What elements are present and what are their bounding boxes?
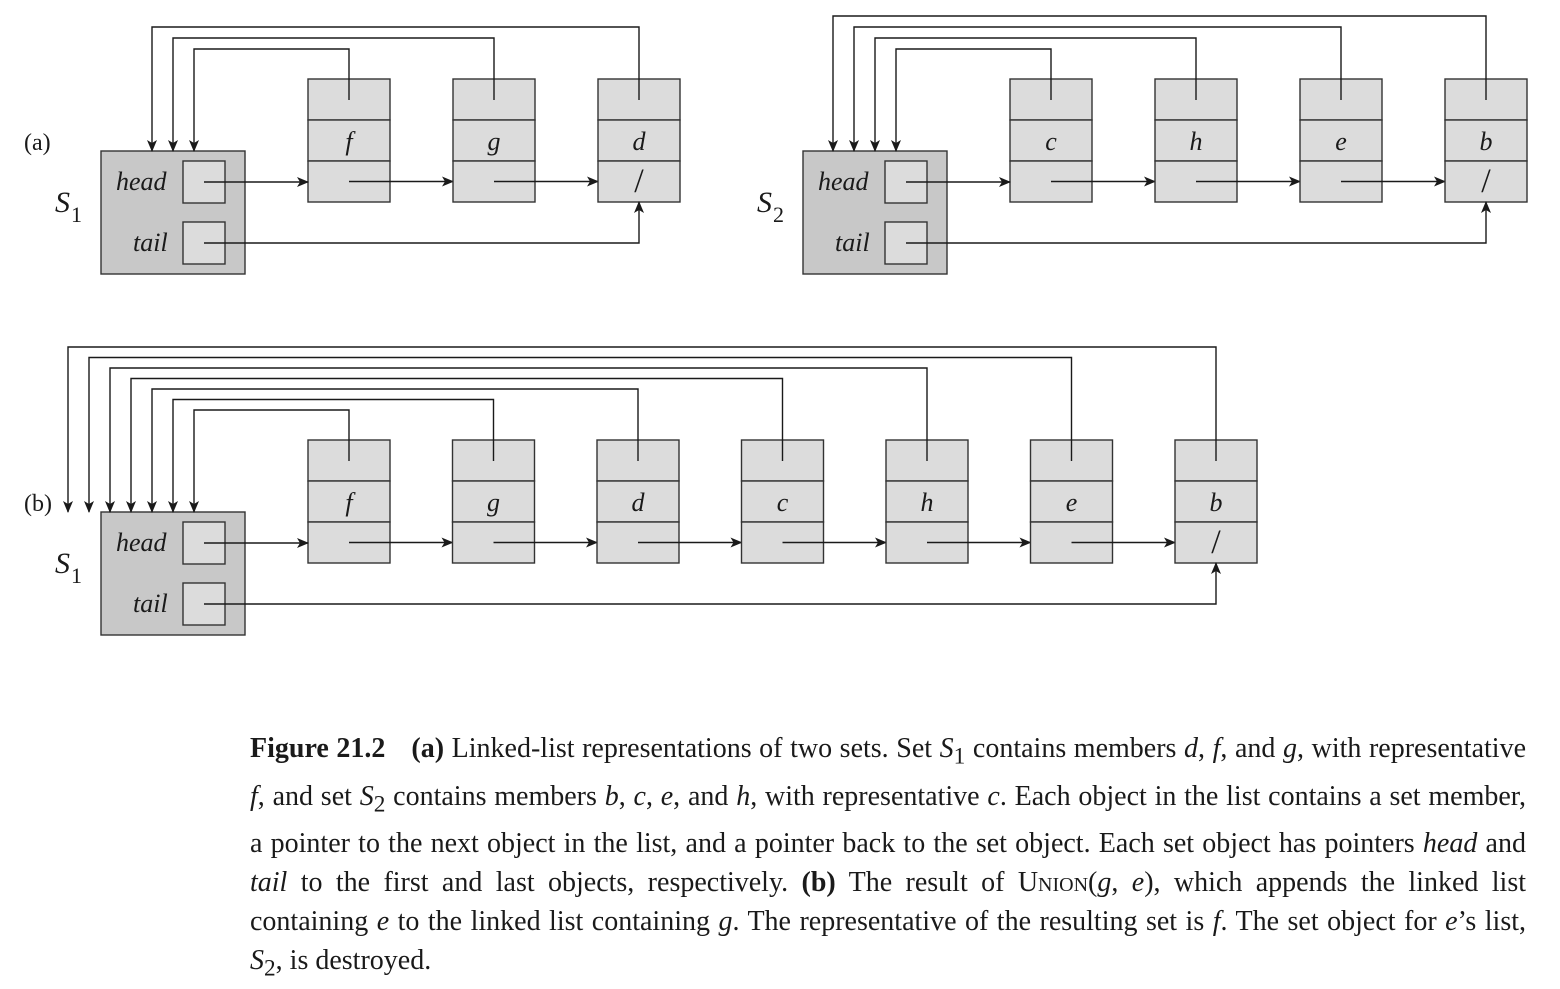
- tail-label: tail: [133, 589, 168, 618]
- back-pointer-arrow: [168, 37, 495, 152]
- panel-a-label: (a): [24, 130, 51, 156]
- node-member-label: e: [1066, 488, 1078, 517]
- figure-label: Figure 21.2: [250, 733, 386, 764]
- node-member-field: [1444, 119, 1528, 162]
- set-name-subscript: 1: [71, 563, 82, 588]
- set-name: S: [757, 186, 772, 219]
- back-pointer-arrow: [84, 356, 1073, 513]
- tail-pointer-arrow: [906, 201, 1491, 244]
- tail-pointer-arrow: [204, 201, 644, 244]
- node-member-label: f: [345, 488, 356, 517]
- back-pointer-arrow: [168, 398, 495, 513]
- node-member-field: [307, 480, 391, 523]
- node-member-field: [597, 119, 681, 162]
- node-next-field: [1444, 160, 1528, 203]
- node-member-label: c: [777, 488, 789, 517]
- node-next-field: [597, 160, 681, 203]
- panel-b-label: (b): [24, 491, 52, 517]
- caption-marker-a: (a): [411, 733, 445, 764]
- nil-symbol: /: [634, 163, 644, 200]
- back-pointer-arrow: [828, 15, 1487, 152]
- node-member-label: b: [1210, 488, 1223, 517]
- node-member-label: b: [1480, 127, 1493, 156]
- union-operation: Union: [1017, 867, 1089, 899]
- node-member-field: [1009, 119, 1093, 162]
- back-pointer-arrow: [147, 26, 640, 152]
- node-member-field: [1299, 119, 1383, 162]
- node-member-field: [1029, 480, 1114, 523]
- node-member-label: g: [488, 127, 501, 156]
- node-member-field: [596, 480, 680, 523]
- node-member-field: [740, 480, 825, 523]
- back-pointer-arrow: [189, 48, 350, 152]
- node-member-label: e: [1335, 127, 1347, 156]
- set-name: S: [55, 186, 70, 219]
- caption-marker-b: (b): [801, 867, 836, 899]
- tail-label: tail: [133, 228, 168, 257]
- back-pointer-arrow: [849, 26, 1342, 152]
- node-member-field: [1154, 119, 1238, 162]
- nil-symbol: /: [1211, 524, 1221, 561]
- head-label: head: [818, 167, 870, 196]
- tail-pointer-arrow: [204, 562, 1221, 605]
- back-pointer-arrow: [126, 377, 784, 513]
- node-member-field: [452, 119, 536, 162]
- set-name-subscript: 2: [773, 202, 784, 227]
- node-member-label: f: [345, 127, 356, 156]
- back-pointer-arrow: [189, 409, 350, 513]
- node-member-field: [885, 480, 969, 523]
- nil-symbol: /: [1481, 163, 1491, 200]
- node-member-label: d: [632, 488, 646, 517]
- set-name: S: [55, 547, 70, 580]
- back-pointer-arrow: [870, 37, 1197, 152]
- figure-caption: Figure 21.2(a) Linked-list representatio…: [250, 733, 1526, 982]
- node-member-label: h: [1190, 127, 1203, 156]
- head-label: head: [116, 528, 168, 557]
- node-member-field: [1174, 480, 1258, 523]
- node-member-label: g: [487, 488, 500, 517]
- node-member-label: c: [1045, 127, 1057, 156]
- tail-label: tail: [835, 228, 870, 257]
- node-next-field: [1174, 521, 1258, 564]
- back-pointer-arrow: [63, 346, 1217, 513]
- set-name-subscript: 1: [71, 202, 82, 227]
- node-member-label: h: [921, 488, 934, 517]
- back-pointer-arrow: [147, 388, 639, 513]
- node-member-label: d: [633, 127, 647, 156]
- back-pointer-arrow: [105, 367, 928, 513]
- head-label: head: [116, 167, 168, 196]
- back-pointer-arrow: [891, 48, 1052, 152]
